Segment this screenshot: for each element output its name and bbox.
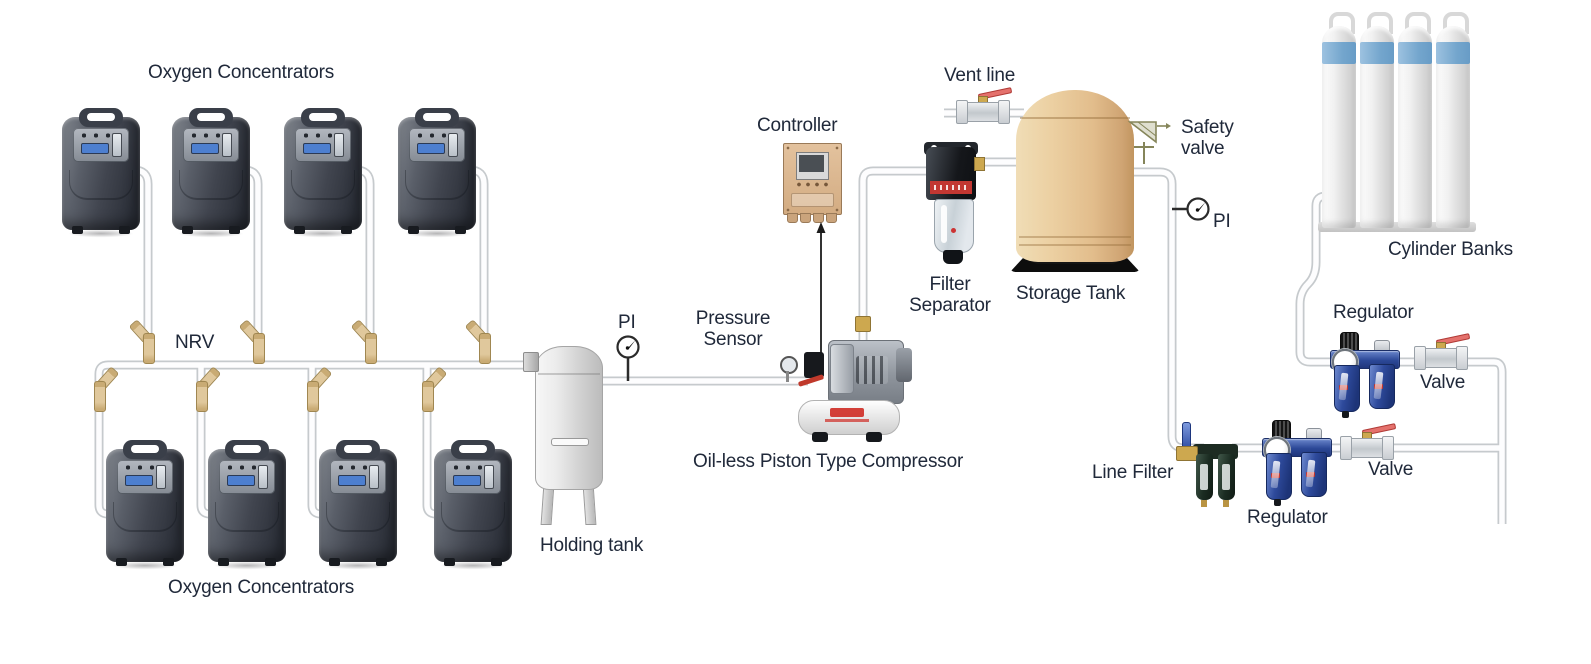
- storage-tank: [1010, 90, 1140, 282]
- oxygen-concentrator: [202, 440, 292, 571]
- cylinder-bank-base: [1318, 222, 1476, 232]
- label-safety-valve: Safety valve: [1181, 117, 1234, 160]
- distribution-line-valve: [1340, 420, 1397, 460]
- pressure-sensor-device: [804, 352, 824, 378]
- label-vent-line: Vent line: [944, 65, 1016, 86]
- label-pi-right: PI: [1213, 211, 1231, 232]
- label-valve-upper: Valve: [1420, 372, 1466, 393]
- oxygen-concentrator: [278, 108, 368, 239]
- label-filter-separator: Filter Separator: [909, 274, 991, 317]
- oxygen-cylinder: [1322, 12, 1356, 228]
- cylinder-line-valve: [1414, 330, 1471, 370]
- nrv-check-valve: [128, 319, 162, 364]
- nrv-check-valve: [464, 319, 498, 364]
- label-valve-lower: Valve: [1368, 459, 1414, 480]
- label-storage-tank: Storage Tank: [1016, 283, 1126, 304]
- holding-tank: [535, 346, 603, 525]
- label-nrv: NRV: [175, 332, 215, 353]
- label-regulator-lower: Regulator: [1247, 507, 1328, 528]
- oxygen-cylinder: [1360, 12, 1394, 228]
- nrv-check-valve: [413, 366, 448, 412]
- oxygen-concentrator: [100, 440, 190, 571]
- filter-separator: [922, 140, 985, 266]
- pressure-gauge-icon: [616, 335, 640, 381]
- oxygen-concentrator: [428, 440, 518, 571]
- oxygen-concentrator: [56, 108, 146, 239]
- controller-unit: [783, 143, 842, 225]
- safety-valve-icon: [1127, 121, 1171, 164]
- holding-tank-inlet-fitting: [523, 352, 539, 372]
- controller-signal-arrow: [816, 222, 826, 358]
- label-holding-tank: Holding tank: [540, 535, 644, 556]
- label-line-filter: Line Filter: [1092, 462, 1174, 483]
- label-oxygen-concentrators-top: Oxygen Concentrators: [148, 62, 335, 83]
- vent-line-valve: [956, 84, 1013, 124]
- pressure-gauge-icon: [1172, 197, 1210, 221]
- oxygen-cylinder: [1398, 12, 1432, 228]
- nrv-check-valve: [350, 319, 384, 364]
- piston-compressor: [778, 316, 920, 446]
- nrv-check-valve: [238, 319, 272, 364]
- oxygen-cylinder: [1436, 12, 1470, 228]
- label-cylinder-banks: Cylinder Banks: [1388, 239, 1513, 260]
- nrv-check-valve: [187, 366, 222, 412]
- label-regulator-upper: Regulator: [1333, 302, 1414, 323]
- label-controller: Controller: [757, 115, 838, 136]
- nrv-check-valve: [85, 366, 120, 412]
- regulator-frl-upper: [1330, 332, 1400, 418]
- regulator-frl-lower: [1262, 420, 1332, 506]
- line-filter: [1176, 420, 1238, 508]
- oxygen-concentrator: [313, 440, 403, 571]
- oxygen-concentrator: [392, 108, 482, 239]
- nrv-check-valve: [298, 366, 333, 412]
- label-pressure-sensor: Pressure Sensor: [695, 308, 771, 351]
- label-pi-left: PI: [618, 312, 636, 333]
- label-compressor: Oil-less Piston Type Compressor: [693, 451, 964, 472]
- label-oxygen-concentrators-bottom: Oxygen Concentrators: [168, 577, 355, 598]
- oxygen-concentrator: [166, 108, 256, 239]
